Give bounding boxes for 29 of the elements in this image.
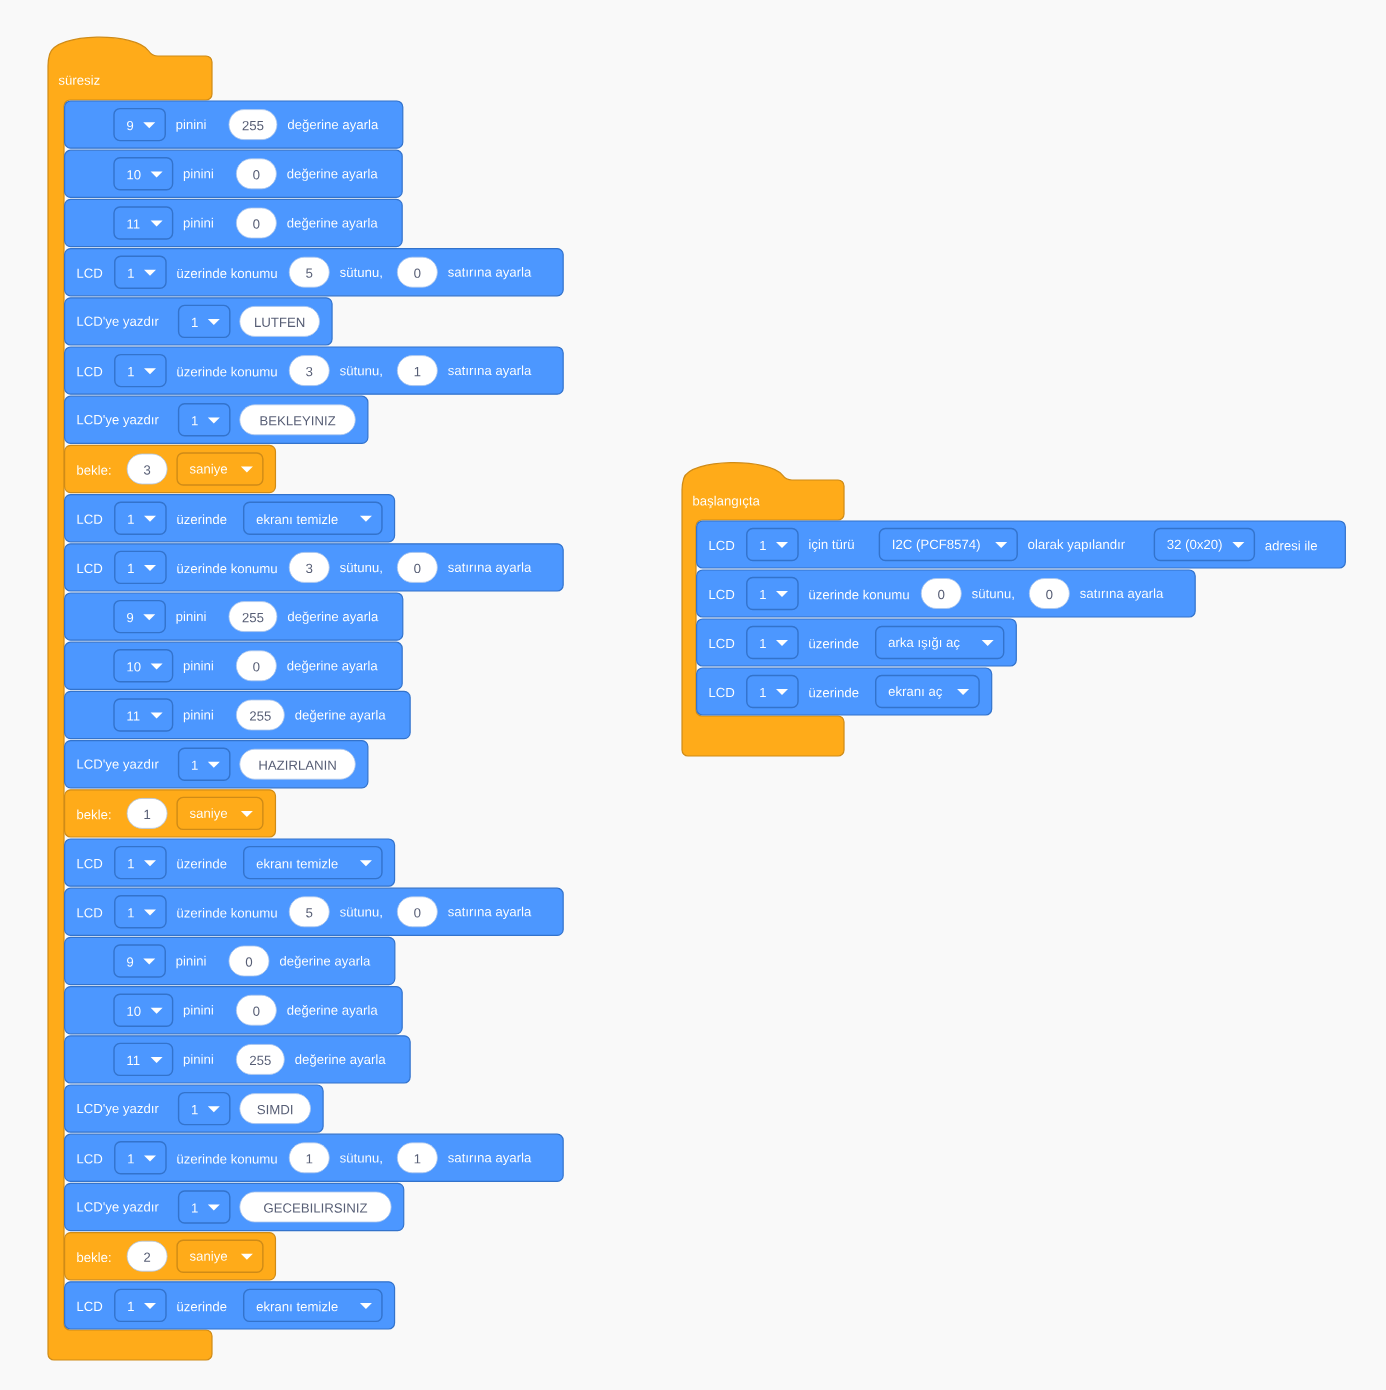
- code-block: [64, 1133, 564, 1182]
- code-block: [696, 618, 1017, 667]
- wait-block: [64, 1232, 277, 1281]
- code-block: [64, 641, 403, 690]
- code-block: [64, 690, 411, 740]
- code-block: [64, 936, 396, 986]
- code-block: [64, 395, 369, 444]
- code-block: [696, 667, 993, 716]
- code-block: [64, 346, 564, 395]
- code-block: [64, 1281, 396, 1330]
- code-block: [696, 520, 1346, 569]
- code-block: [64, 1182, 405, 1232]
- code-block: [64, 198, 403, 248]
- code-block: [64, 592, 404, 641]
- code-block: [64, 248, 564, 297]
- code-block: [64, 740, 369, 789]
- code-block: [64, 1035, 411, 1084]
- wait-block: [64, 444, 277, 494]
- code-block: [64, 986, 403, 1035]
- code-block: [64, 1084, 324, 1133]
- code-block: [64, 543, 564, 592]
- code-block: [64, 887, 564, 936]
- code-block: [64, 838, 396, 887]
- wait-block: [64, 789, 277, 838]
- code-block: [64, 100, 404, 149]
- code-block: [64, 494, 396, 543]
- code-block: [64, 297, 333, 346]
- code-block: [696, 569, 1196, 618]
- code-block: [64, 149, 403, 198]
